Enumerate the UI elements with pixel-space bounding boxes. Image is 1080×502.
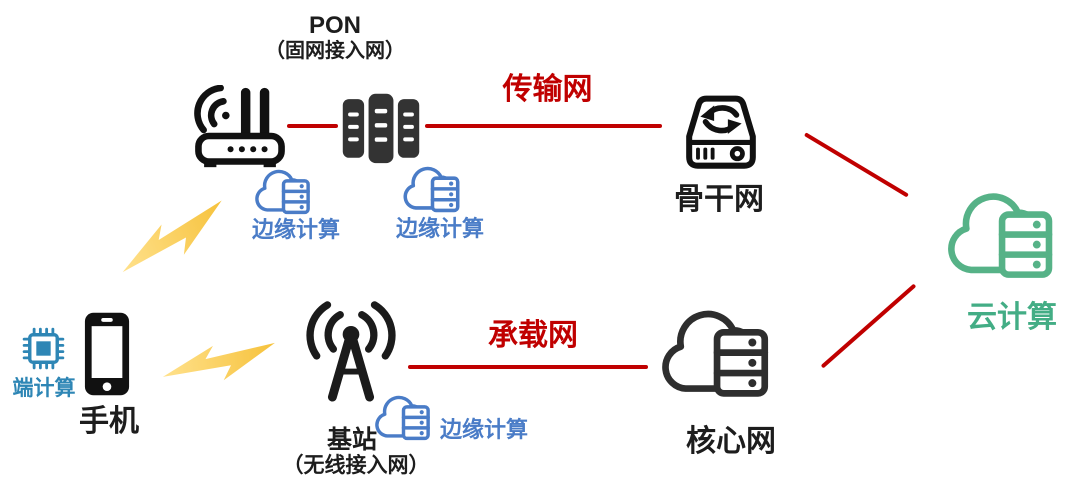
link-backbone-cloud bbox=[803, 132, 909, 198]
pon-title-main: PON bbox=[308, 12, 361, 39]
wifi-router-icon bbox=[194, 85, 285, 168]
smartphone-icon bbox=[84, 312, 130, 396]
edge-cloud-server-icon bbox=[400, 158, 466, 216]
bearer-network-line bbox=[408, 365, 648, 369]
edge-computing-label: 边缘计算 bbox=[395, 216, 484, 241]
cloud-computing-label: 云计算 bbox=[967, 301, 1057, 334]
pon-title: PON （固网接入网） bbox=[240, 12, 430, 64]
base-station-label: 基站 bbox=[326, 426, 377, 454]
cloud-server-icon bbox=[656, 294, 780, 404]
switch-drive-icon bbox=[686, 95, 756, 169]
chip-icon bbox=[22, 327, 65, 370]
link-router-pon bbox=[287, 124, 338, 128]
lightning-bolt-icon bbox=[122, 200, 222, 273]
phone-label: 手机 bbox=[79, 405, 139, 438]
link-core-cloud bbox=[820, 283, 917, 369]
antenna-tower-icon bbox=[306, 301, 396, 402]
cloud-server-icon bbox=[942, 177, 1064, 285]
terminal-computing-label: 端计算 bbox=[12, 377, 76, 400]
edge-computing-label: 边缘计算 bbox=[440, 417, 529, 442]
transmission-network-label: 传输网 bbox=[502, 73, 593, 106]
edge-computing-label: 边缘计算 bbox=[251, 217, 340, 242]
lightning-bolt-icon bbox=[162, 342, 275, 381]
pon-title-sub: （固网接入网） bbox=[265, 40, 405, 63]
backbone-network-label: 骨干网 bbox=[674, 183, 764, 216]
base-station-sub-label: （无线接入网） bbox=[282, 454, 430, 477]
server-rack-icon bbox=[342, 93, 420, 164]
edge-cloud-server-icon bbox=[252, 161, 316, 218]
bearer-network-label: 承载网 bbox=[488, 319, 578, 352]
core-network-label: 核心网 bbox=[686, 425, 776, 458]
transmission-network-line bbox=[425, 124, 662, 128]
